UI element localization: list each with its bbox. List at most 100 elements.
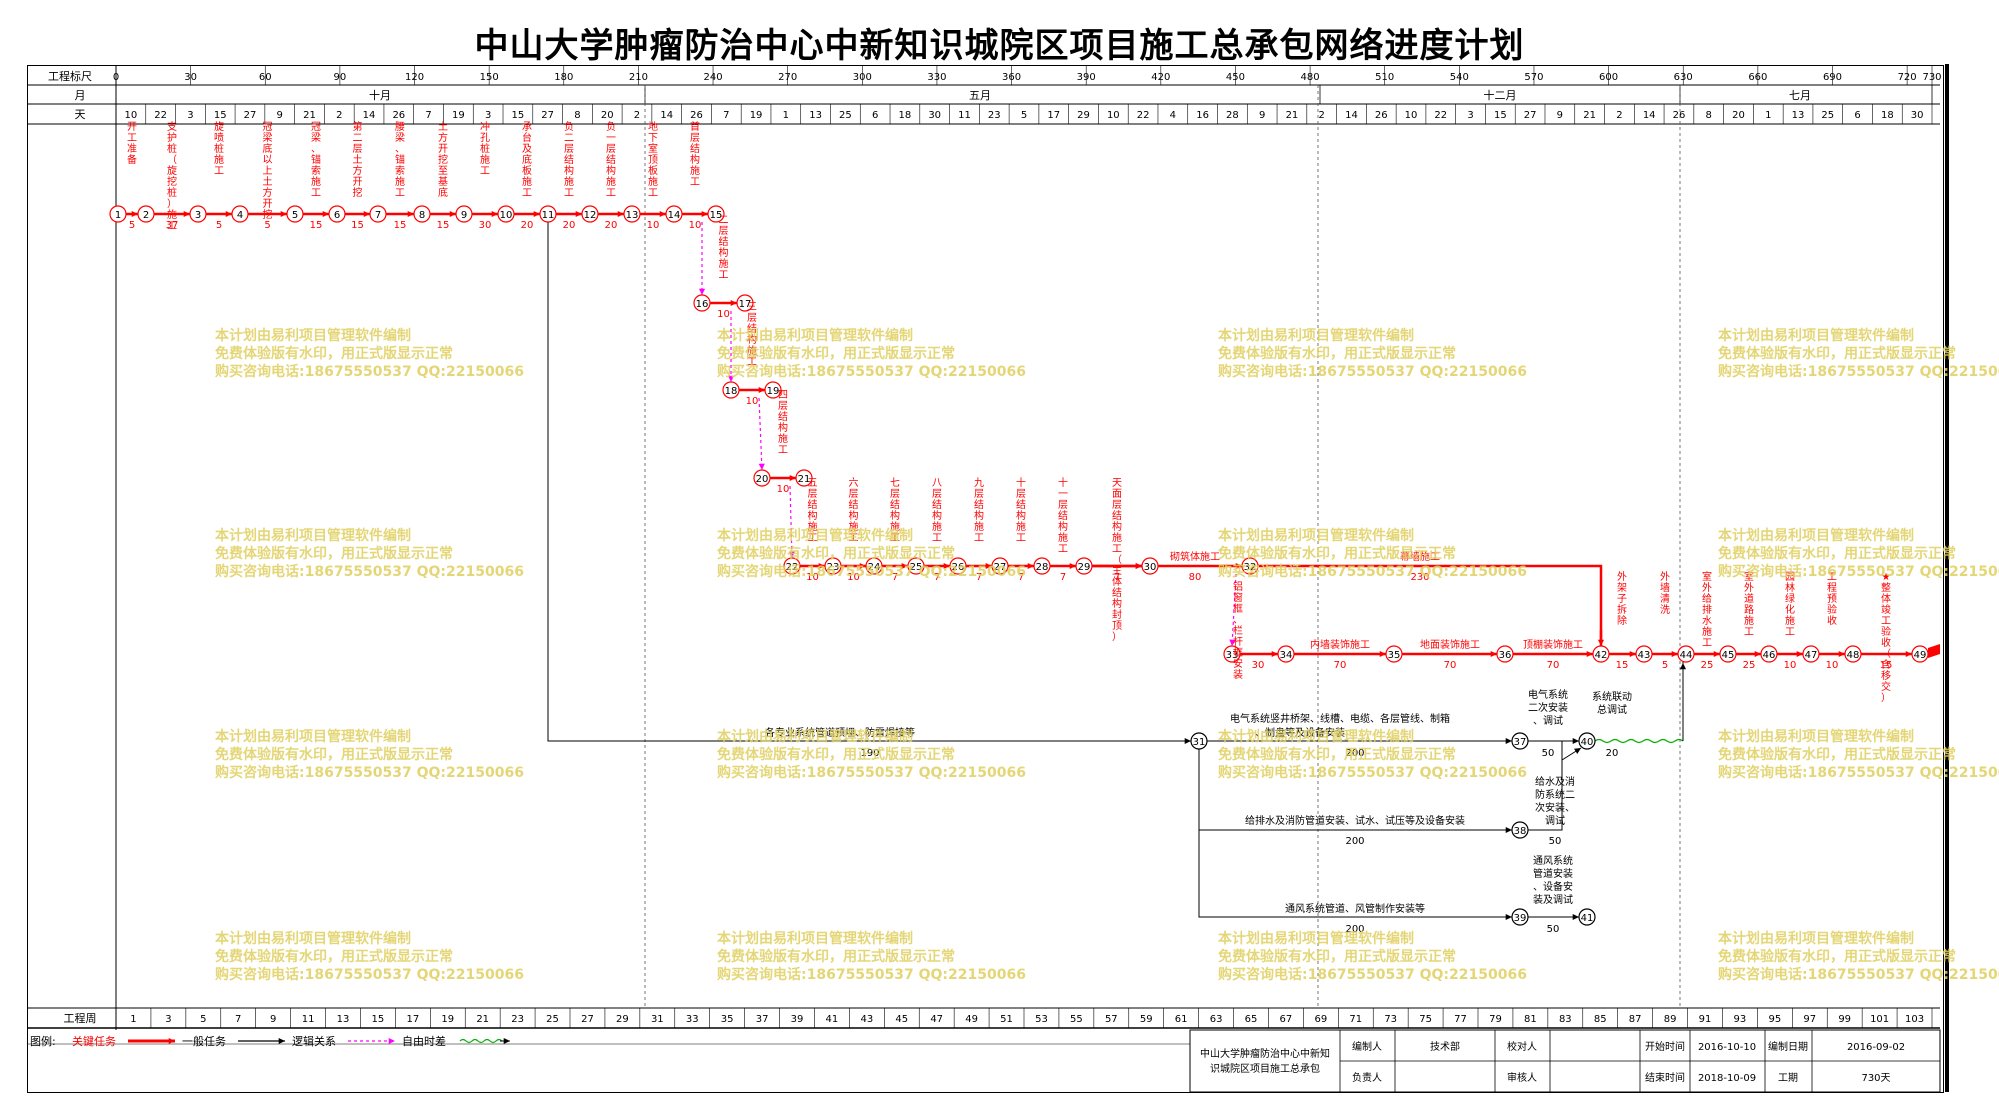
vertical-char: 子 — [1617, 593, 1627, 605]
month-name: 七月 — [1789, 89, 1811, 102]
vertical-char: 框 — [1233, 602, 1243, 615]
task-label-block: 次安装、 — [1535, 801, 1575, 814]
week-cell: 23 — [511, 1014, 524, 1025]
node-circle — [824, 557, 842, 575]
node-9: 9 — [455, 205, 473, 223]
arrow-head — [859, 562, 866, 570]
node-number: 43 — [1638, 650, 1651, 661]
arrow-head — [1572, 913, 1579, 921]
vertical-char: 施 — [808, 520, 818, 533]
node-number: 27 — [994, 562, 1007, 573]
day-cell: 23 — [988, 110, 1001, 121]
day-cell: 26 — [392, 110, 405, 121]
node-circle — [1496, 645, 1514, 663]
vertical-char: 以 — [263, 155, 273, 166]
node-number: 9 — [461, 210, 467, 221]
vertical-char: 工 — [1744, 627, 1754, 638]
vertical-char: 下 — [648, 133, 658, 144]
node-circle — [1385, 645, 1403, 663]
node-circle — [1635, 645, 1653, 663]
vertical-char: （ — [1112, 554, 1122, 566]
day-cell: 14 — [363, 110, 376, 121]
week-cell: 17 — [406, 1014, 419, 1025]
node-number: 30 — [1144, 562, 1157, 573]
footer-prepdate: 2016-09-02 — [1847, 1042, 1905, 1053]
week-cell: 39 — [791, 1014, 804, 1025]
arrow-head — [575, 210, 582, 218]
task-label: 通风系统管道、风管制作安装等 — [1285, 902, 1425, 915]
task-duration: 70 — [1547, 660, 1560, 671]
vertical-char: 排 — [1702, 603, 1712, 616]
week-cell: 65 — [1245, 1014, 1258, 1025]
vertical-char: 构 — [719, 246, 729, 259]
watermark-block: 本计划由易利项目管理软件编制免费体验版有水印，用正式版显示正常购买咨询电话:18… — [1718, 930, 1999, 984]
week-cell: 57 — [1105, 1014, 1118, 1025]
vertical-char: ） — [1112, 631, 1122, 643]
vertical-char: 验 — [1827, 603, 1837, 616]
node-number: 31 — [1193, 737, 1206, 748]
node-number: 20 — [756, 474, 769, 485]
arrow-head — [1586, 650, 1593, 658]
vertical-char: 构 — [808, 509, 818, 522]
day-cell: 22 — [1137, 110, 1150, 121]
task-label: 电气系统竖井桥架、线槽、电缆、各层管线、制箱 — [1230, 712, 1450, 725]
week-cell: 47 — [930, 1014, 943, 1025]
node-number: 14 — [668, 210, 681, 221]
vertical-char: 清 — [1660, 592, 1670, 605]
day-cell: 30 — [928, 110, 941, 121]
vertical-char: 喷 — [214, 132, 224, 144]
week-cell: 11 — [302, 1014, 315, 1025]
legend-normal: 一般任务 — [182, 1035, 226, 1048]
vertical-char: 工 — [974, 533, 984, 544]
vertical-char: 层 — [353, 143, 363, 155]
vertical-char: 工 — [849, 533, 859, 544]
node-38: 38 — [1511, 821, 1529, 839]
arrow-head — [1754, 650, 1761, 658]
vertical-char: 工 — [690, 177, 700, 188]
watermark-block: 本计划由易利项目管理软件编制免费体验版有水印，用正式版显示正常购买咨询电话:18… — [215, 327, 524, 381]
vertical-char: 梁 — [311, 131, 321, 144]
vertical-char: 洗 — [1660, 604, 1670, 616]
node-24: 24 — [865, 557, 883, 575]
node-1: 1 — [109, 205, 127, 223]
day-cell: 13 — [1792, 110, 1805, 121]
node-number: 38 — [1514, 826, 1527, 837]
node-21: 21 — [795, 469, 813, 487]
vertical-char: 施 — [564, 175, 574, 188]
watermark-line2: 免费体验版有水印，用正式版显示正常 — [215, 949, 453, 965]
node-number: 26 — [952, 562, 965, 573]
node-2: 2 — [137, 205, 155, 223]
ruler-label: 工程标尺 — [48, 69, 92, 83]
vertical-char: 层 — [974, 488, 984, 500]
task-label-block: 、设备安 — [1533, 880, 1573, 893]
node-circle — [1511, 732, 1529, 750]
vertical-char: 承 — [522, 121, 532, 133]
day-cell: 5 — [1021, 110, 1027, 121]
vertical-char: 施 — [311, 175, 321, 188]
vertical-char: 及 — [522, 143, 532, 155]
vertical-char: 上 — [263, 165, 273, 177]
vertical-char: 腰 — [395, 121, 405, 133]
node-34: 34 — [1277, 645, 1295, 663]
vertical-char: 层 — [564, 143, 574, 155]
vertical-char: 构 — [1016, 509, 1026, 522]
arrow-head — [1505, 913, 1512, 921]
node-number: 46 — [1763, 650, 1776, 661]
footer-prepared-by: 技术部 — [1430, 1040, 1460, 1053]
vertical-char: 方 — [438, 131, 448, 144]
vertical-char: 室 — [1744, 570, 1754, 583]
node-number: 1 — [115, 210, 121, 221]
node-circle — [1241, 557, 1259, 575]
week-cell: 51 — [1000, 1014, 1013, 1025]
task-duration: 200 — [1345, 836, 1364, 847]
node-number: 24 — [868, 562, 881, 573]
week-cell: 45 — [895, 1014, 908, 1025]
vertical-char: 构 — [1112, 597, 1122, 610]
day-cell: 2 — [1616, 110, 1622, 121]
vertical-char: 冲 — [480, 120, 490, 133]
